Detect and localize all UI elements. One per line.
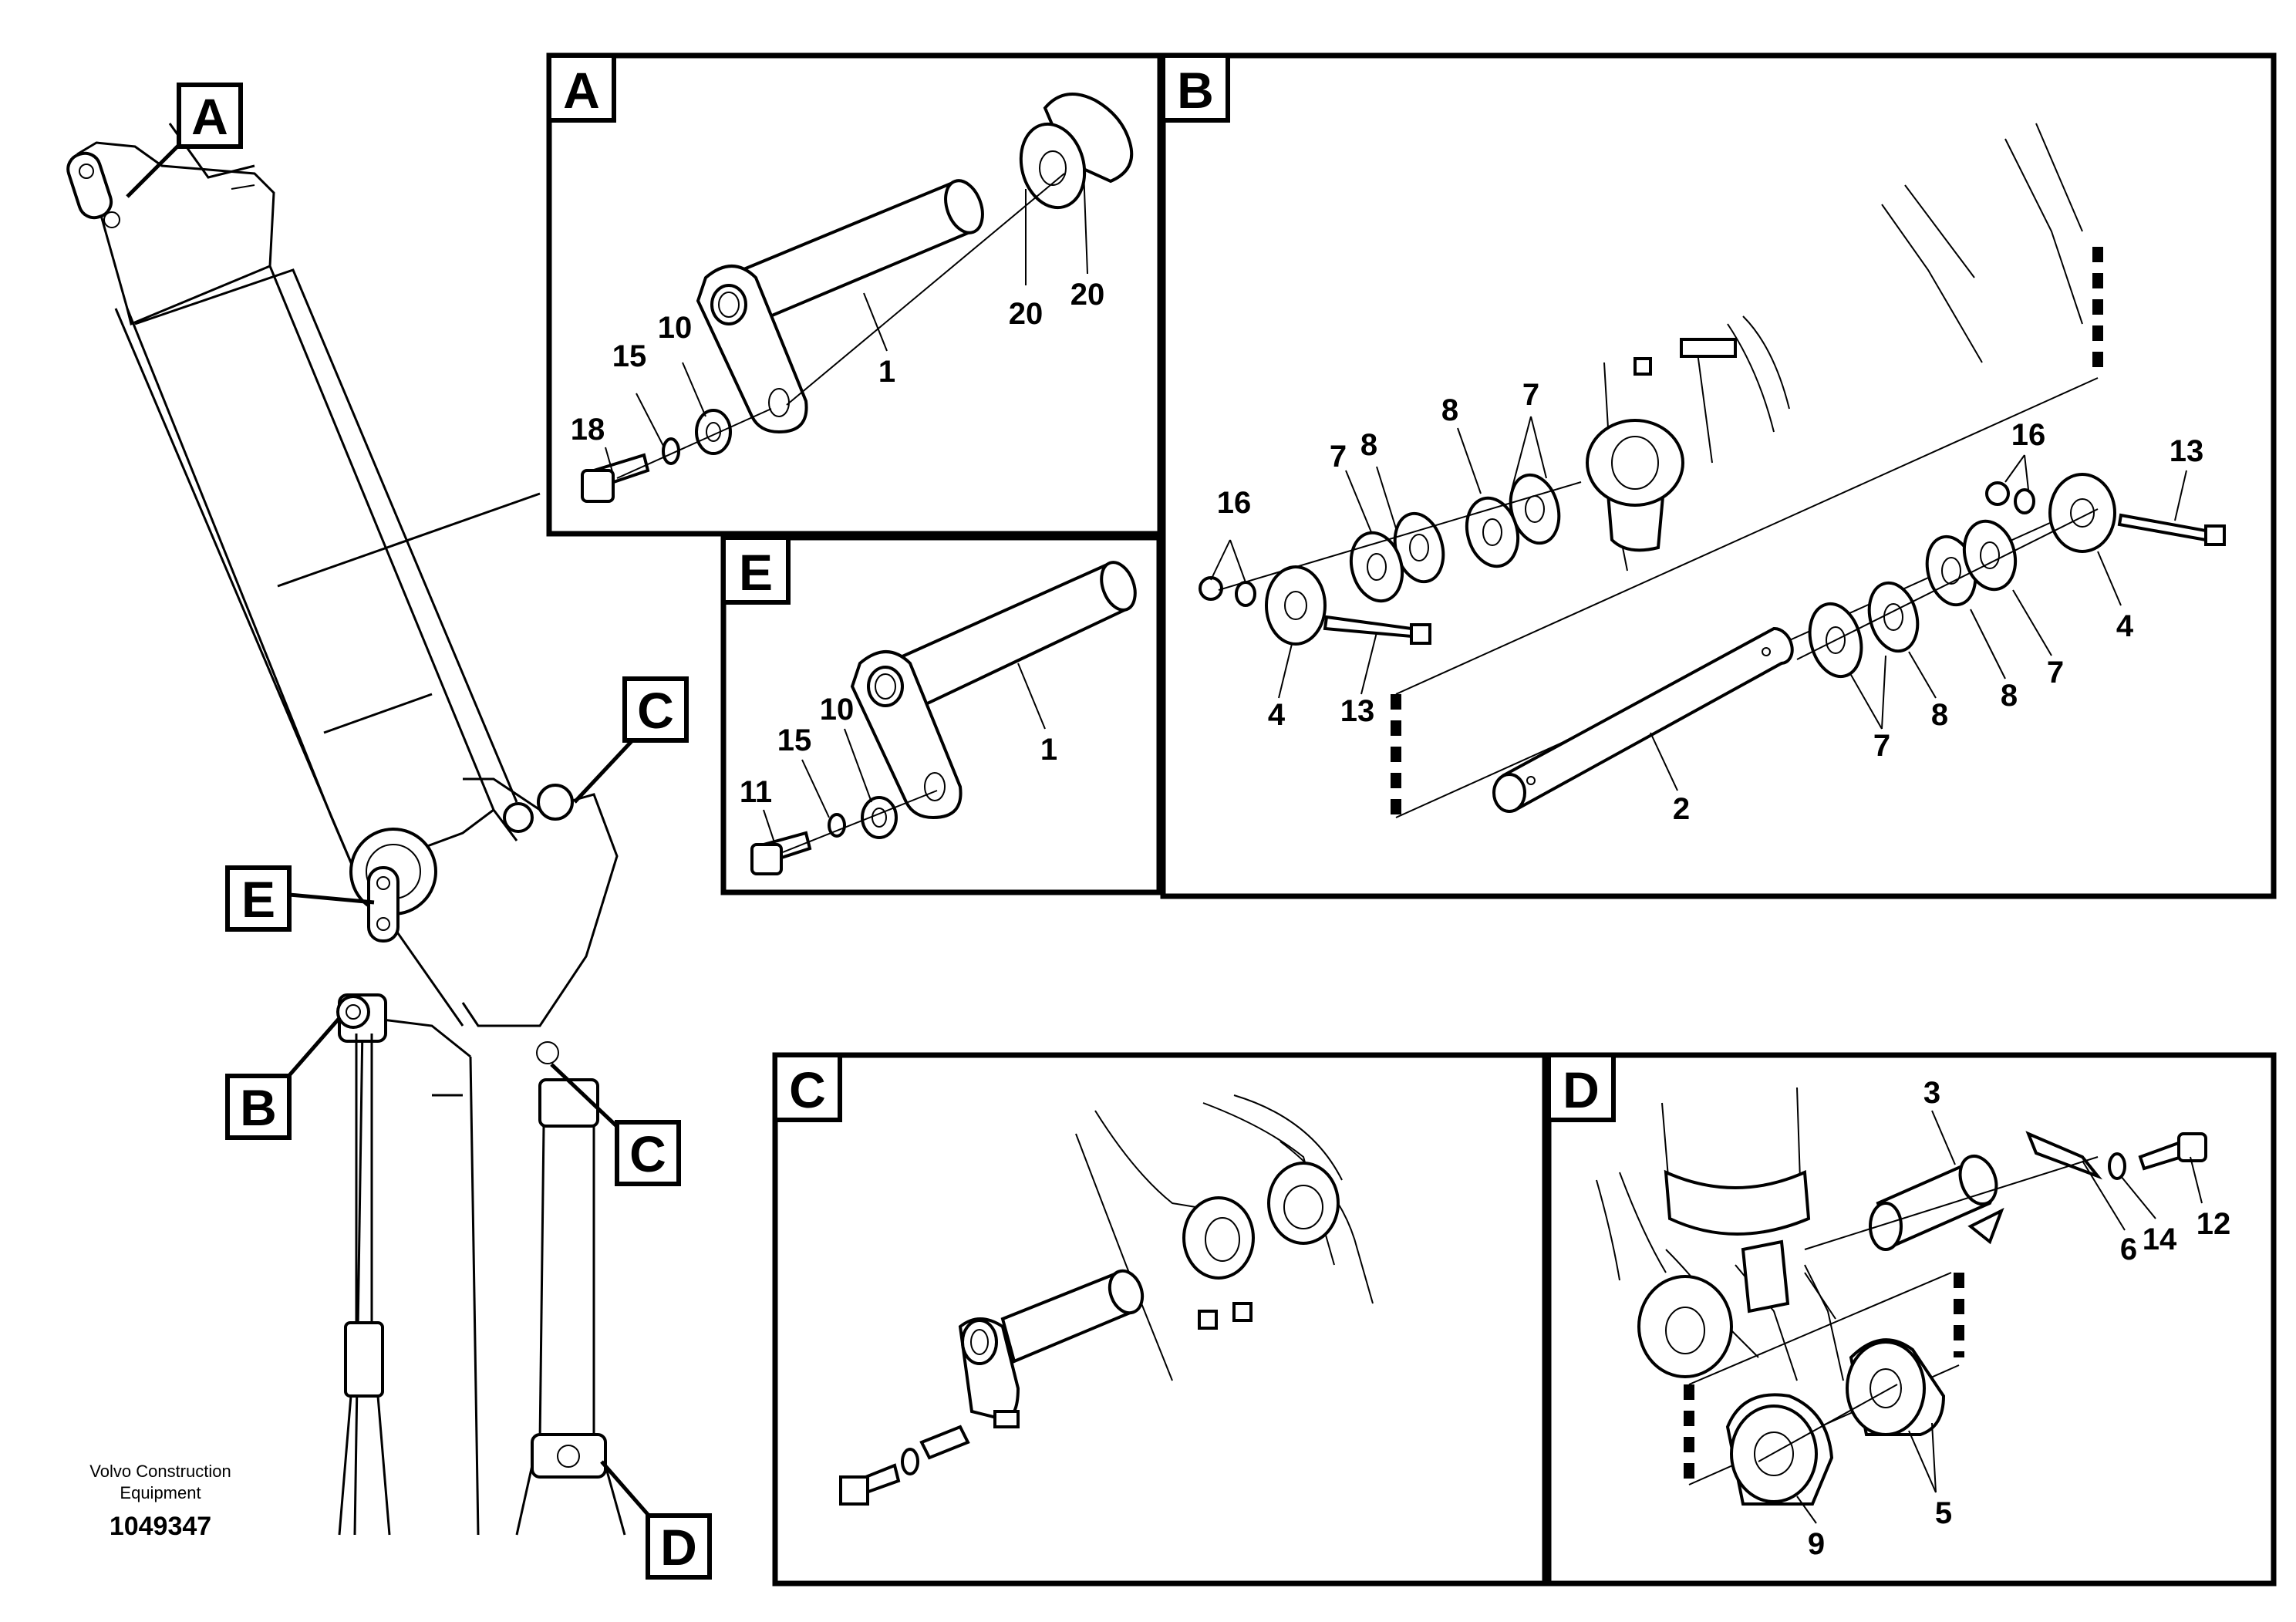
D-num-3: 3 bbox=[1923, 1076, 1940, 1110]
branding-block: Volvo Construction Equipment 1049347 bbox=[89, 1462, 231, 1541]
E-num-1: 1 bbox=[1040, 733, 1057, 767]
callout-A: A bbox=[126, 83, 243, 198]
A-num-10: 10 bbox=[658, 311, 693, 345]
B-num-8-top: 8 bbox=[1441, 393, 1458, 427]
callout-E: E bbox=[225, 865, 375, 932]
company-line-2: Equipment bbox=[120, 1483, 201, 1502]
B-num-8-lower: 8 bbox=[1931, 698, 1948, 732]
callout-B-label: B bbox=[240, 1079, 277, 1136]
panel-B-label: B bbox=[1177, 62, 1214, 119]
B-num-7-lower: 7 bbox=[1873, 729, 1890, 763]
drawing-number: 1049347 bbox=[110, 1512, 211, 1541]
B-num-16-right: 16 bbox=[2011, 418, 2046, 452]
B-num-8-left: 8 bbox=[1360, 428, 1377, 462]
callout-C-upper-label: C bbox=[637, 682, 674, 739]
D-num-5: 5 bbox=[1935, 1496, 1952, 1530]
D-num-6: 6 bbox=[2120, 1233, 2137, 1266]
company-line-1: Volvo Construction bbox=[89, 1462, 231, 1481]
D-num-14: 14 bbox=[2143, 1222, 2177, 1256]
B-num-16-left: 16 bbox=[1217, 486, 1252, 520]
B-num-13-left: 13 bbox=[1340, 694, 1375, 728]
callout-E-label: E bbox=[241, 871, 275, 928]
D-num-9: 9 bbox=[1808, 1527, 1825, 1561]
B-num-4-right: 4 bbox=[2116, 609, 2134, 643]
E-num-11: 11 bbox=[740, 775, 772, 809]
B-num-7-right: 7 bbox=[2047, 656, 2064, 690]
E-num-10: 10 bbox=[820, 693, 855, 727]
overview-machine-drawing bbox=[66, 123, 626, 1536]
panel-D-label: D bbox=[1563, 1061, 1600, 1118]
A-num-1: 1 bbox=[878, 355, 895, 389]
panel-C-label: C bbox=[789, 1061, 826, 1118]
callout-C-lower-label: C bbox=[629, 1125, 666, 1182]
callout-B: B bbox=[225, 1017, 341, 1140]
panel-A-label: A bbox=[563, 62, 600, 119]
callout-D-label: D bbox=[660, 1519, 697, 1576]
B-num-7-left: 7 bbox=[1330, 440, 1347, 474]
panel-E-label: E bbox=[739, 544, 773, 601]
D-num-12: 12 bbox=[2197, 1207, 2231, 1241]
A-num-20b: 20 bbox=[1070, 278, 1105, 312]
B-num-13-right: 13 bbox=[2170, 434, 2204, 468]
B-num-7-top: 7 bbox=[1522, 378, 1539, 412]
A-num-20a: 20 bbox=[1009, 297, 1043, 331]
panel-C: C bbox=[772, 1052, 1548, 1587]
panel-B: B bbox=[1160, 52, 2277, 899]
B-num-8-right: 8 bbox=[2001, 679, 2018, 713]
panel-A: A 20 20 1 18 15 10 bbox=[546, 52, 1163, 537]
callout-D: D bbox=[600, 1460, 712, 1580]
B-num-4-left: 4 bbox=[1268, 698, 1286, 732]
panel-E: E 1 11 15 10 bbox=[720, 534, 1162, 895]
callout-A-label: A bbox=[191, 88, 228, 145]
A-num-15: 15 bbox=[612, 339, 647, 373]
callout-C-upper: C bbox=[573, 676, 689, 804]
panel-D: D bbox=[1546, 1052, 2277, 1587]
A-num-18: 18 bbox=[571, 413, 605, 447]
E-num-15: 15 bbox=[777, 723, 812, 757]
callout-C-lower: C bbox=[550, 1063, 681, 1186]
B-num-2: 2 bbox=[1673, 792, 1690, 826]
